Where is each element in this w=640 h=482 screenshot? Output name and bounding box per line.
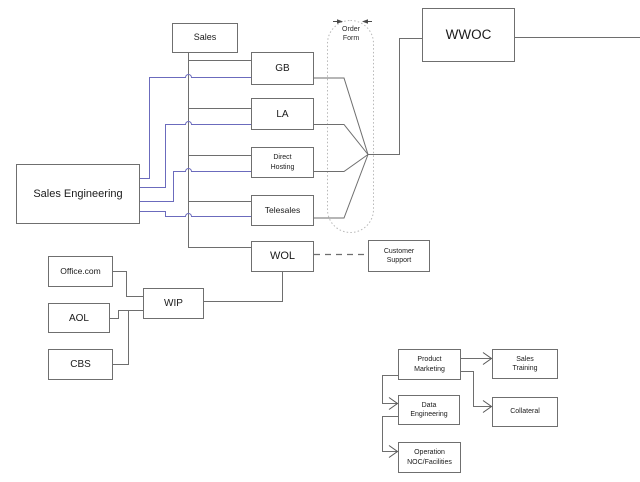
node-la: LA [251,98,314,130]
edge-cbs-wip [113,310,129,365]
dimension-arrow-left-icon [337,19,343,24]
node-aol: AOL [48,303,110,333]
node-wwoc: WWOC [422,8,515,62]
order-form-boundary [327,20,374,233]
edge-gb-orderform [314,77,369,155]
arrowhead-sales-training-icon [482,352,493,365]
edge-la-orderform [314,124,369,155]
edge-officecom-wip [113,271,143,297]
edge-se-la [140,121,251,188]
node-sales-engineering: Sales Engineering [16,164,140,224]
arrowhead-operation-noc-icon [388,445,399,458]
node-operation-noc: Operation NOC/Facilities [398,442,461,473]
node-collateral: Collateral [492,397,558,427]
node-customer-support: Customer Support [368,240,430,272]
edge-sales-wol [188,53,251,248]
node-telesales: Telesales [251,195,314,226]
node-sales-training: Sales Training [492,349,558,379]
node-wip: WIP [143,288,204,319]
node-data-engineering: Data Engineering [398,395,460,425]
edge-direct-hosting-orderform [314,154,369,172]
arrowhead-collateral-icon [482,400,493,413]
order-form-label: Order Form [342,26,360,43]
node-direct-hosting: Direct Hosting [251,147,314,178]
edge-aol-wip [110,310,143,319]
node-gb: GB [251,52,314,85]
node-office-com: Office.com [48,256,113,287]
edge-orderform-wwoc [368,38,422,155]
dimension-arrow-right-icon [362,19,368,24]
node-cbs: CBS [48,349,113,380]
edge-pm-collateral [461,371,491,407]
arrowhead-data-engineering-icon [388,397,399,410]
edge-pm-data-engineering [382,375,398,404]
node-wol: WOL [251,241,314,272]
edge-se-gb [140,74,251,179]
node-sales: Sales [172,23,238,53]
edge-se-direct-hosting [140,168,251,202]
edge-se-telesales [140,211,251,217]
edge-telesales-orderform [314,154,369,219]
edge-de-operation-noc [382,416,398,452]
edge-wol-wip [204,272,283,302]
node-product-marketing: Product Marketing [398,349,461,380]
